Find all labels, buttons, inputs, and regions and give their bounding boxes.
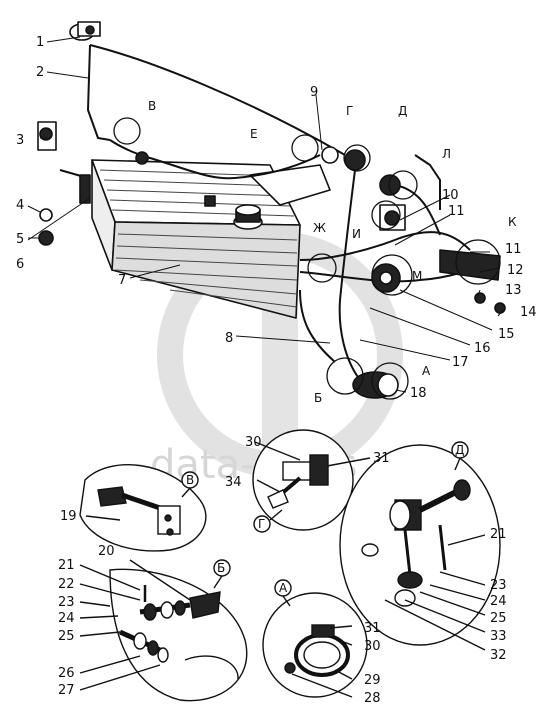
callout-6: 6 (16, 257, 24, 272)
callout-14: 14 (520, 305, 537, 320)
main-assembly (27, 21, 506, 400)
callout-25d: 25 (490, 611, 507, 626)
callout-20: 20 (98, 544, 115, 559)
callout-25b: 25 (58, 629, 75, 644)
callout-22: 22 (58, 577, 75, 592)
letter-zh-main: Ж (313, 221, 326, 235)
callout-21d: 21 (490, 527, 507, 542)
callout-27: 27 (58, 683, 75, 698)
callout-31a: 31 (364, 621, 381, 636)
callout-34: 34 (225, 475, 242, 490)
callout-23b: 23 (58, 595, 75, 610)
letter-m-main: М (412, 269, 422, 283)
callout-23d: 23 (490, 578, 507, 593)
callout-30a: 30 (364, 639, 381, 654)
callout-31g: 31 (373, 451, 390, 466)
callout-4: 4 (16, 198, 24, 213)
letter-g-detail: Г (258, 517, 265, 531)
callout-18: 18 (410, 386, 427, 401)
callout-11a: 11 (448, 204, 465, 219)
detail-view-v (79, 464, 207, 552)
callout-10: 10 (442, 188, 459, 203)
callout-28: 28 (364, 691, 381, 706)
letter-g-main: Г (346, 104, 353, 118)
callout-7: 7 (118, 273, 126, 288)
letter-a-main: А (422, 364, 431, 378)
callout-24b: 24 (58, 611, 75, 626)
fittings (37, 21, 506, 399)
callout-15: 15 (498, 327, 515, 342)
letter-v-detail: В (186, 473, 194, 487)
letter-l-main: Л (442, 147, 451, 161)
detail-view-a (262, 579, 368, 698)
callout-16: 16 (474, 341, 491, 356)
callout-1: 1 (36, 35, 44, 50)
callout-8: 8 (225, 331, 233, 346)
letter-v-main: В (148, 99, 156, 113)
callout-19: 19 (60, 509, 77, 524)
callout-29: 29 (364, 673, 381, 688)
letter-d-main: Д (398, 104, 407, 118)
detail-view-d (339, 441, 501, 651)
letter-b-detail: Б (217, 561, 225, 575)
callout-30g: 30 (245, 435, 262, 450)
callout-9: 9 (310, 85, 318, 100)
callout-21b: 21 (58, 558, 75, 573)
fuel-tank (91, 159, 331, 319)
leader-lines (27, 36, 504, 393)
letter-b-main: Б (314, 391, 322, 405)
view-letters: В Г Д Е Ж И К Л М А Б В Г Д Б А (148, 99, 517, 595)
detail-view-b (79, 559, 248, 702)
view-markers (113, 117, 501, 400)
fuel-lines (59, 44, 491, 381)
callout-5: 5 (16, 232, 24, 247)
letter-i-main: И (352, 227, 361, 241)
callout-3: 3 (16, 133, 24, 148)
callout-17: 17 (452, 355, 469, 370)
callout-32: 32 (490, 648, 507, 663)
callout-12: 12 (507, 263, 524, 278)
letter-a-detail: А (279, 581, 288, 595)
callout-13: 13 (505, 283, 522, 298)
callout-11b: 11 (505, 242, 522, 257)
callout-24d: 24 (490, 594, 507, 609)
callout-26: 26 (58, 666, 75, 681)
letter-d-detail: Д (455, 443, 464, 457)
detail-view-g (252, 429, 371, 533)
letter-e-main: Е (250, 127, 258, 141)
letter-k-main: К (508, 215, 517, 229)
callouts: 1 2 3 4 5 6 7 8 9 10 11 11 12 13 14 15 1… (16, 35, 537, 706)
callout-33: 33 (490, 629, 507, 644)
callout-2: 2 (36, 65, 44, 80)
